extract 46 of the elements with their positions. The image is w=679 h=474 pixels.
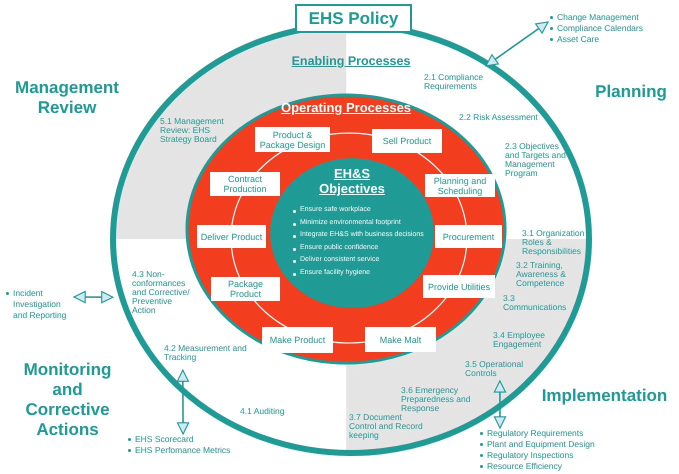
clause-label: 4.2 Measurement and Tracking bbox=[164, 344, 248, 362]
clause-label: 2.2 Risk Assessment bbox=[459, 113, 539, 122]
clause-label: 2.1 Compliance Requirements bbox=[424, 73, 484, 91]
clause-label: 4.1 Auditing bbox=[240, 407, 286, 416]
clause-label: 3.6 Emergency Preparedness and Response bbox=[401, 386, 472, 413]
list-item: Regulatory Inspections bbox=[487, 450, 574, 461]
clause-label: 3.4 Employee Engagement bbox=[493, 331, 546, 349]
clause-label: 2.3 Objectives and Targets and Management Program bbox=[505, 142, 567, 178]
clause-label: 3.3 Communications bbox=[503, 294, 568, 312]
process-box: Package Product bbox=[211, 277, 280, 301]
quadrant-title: Implementation bbox=[540, 386, 668, 406]
quadrant-title: Monitoring and Corrective Actions bbox=[22, 360, 112, 440]
list-item: Incident Investigation and Reporting bbox=[13, 288, 68, 321]
process-box: Procurement bbox=[435, 225, 502, 248]
list-item: EHS Scorecard bbox=[135, 434, 195, 445]
clause-label: 3.2 Training, Awareness & Competence bbox=[516, 261, 567, 288]
process-box: Make Product bbox=[262, 327, 333, 353]
list-item: Asset Care bbox=[557, 34, 600, 45]
process-box: Product & Package Design bbox=[255, 127, 330, 152]
process-box: Make Malt bbox=[365, 327, 436, 352]
list-item: Resource Efficiency bbox=[487, 461, 563, 472]
clause-label: 3.7 Document Control and Record keeping bbox=[349, 413, 423, 440]
double-arrow bbox=[485, 21, 549, 66]
process-box: Sell Product bbox=[372, 129, 442, 153]
process-box: Contract Production bbox=[210, 172, 280, 196]
list-item: Regulatory Requirements bbox=[487, 428, 584, 439]
clause-label: 3.1 Organization Roles & Responsibilities bbox=[522, 229, 586, 256]
list-item: Compliance Calendars bbox=[557, 23, 644, 34]
quadrant-title: Management Review bbox=[14, 78, 120, 118]
double-arrow bbox=[176, 370, 190, 435]
section-heading: Enabling Processes bbox=[290, 54, 412, 68]
section-heading: EH&S Objectives bbox=[318, 166, 386, 196]
clause-label: 5.1 Management Review: EHS Strategy Board bbox=[160, 117, 225, 144]
quadrant-title: Planning bbox=[594, 82, 668, 102]
process-box: Deliver Product bbox=[197, 225, 266, 248]
policy-box: EHS Policy bbox=[295, 4, 412, 33]
clause-label: 4.3 Non-conformances and Corrective/ Preventive Action bbox=[132, 270, 190, 315]
list-item: Plant and Equipment Design bbox=[487, 439, 596, 450]
section-heading: Operating Processes bbox=[280, 100, 412, 115]
process-box: Planning and Scheduling bbox=[425, 174, 495, 197]
list-item: Change Management bbox=[557, 12, 640, 23]
double-arrow bbox=[494, 380, 506, 429]
double-arrow bbox=[73, 290, 114, 304]
clause-label: 3.5 Operational Controls bbox=[465, 360, 524, 378]
process-box: Provide Utilities bbox=[423, 275, 495, 298]
list-item: EHS Perfomance Metrics bbox=[135, 445, 232, 456]
